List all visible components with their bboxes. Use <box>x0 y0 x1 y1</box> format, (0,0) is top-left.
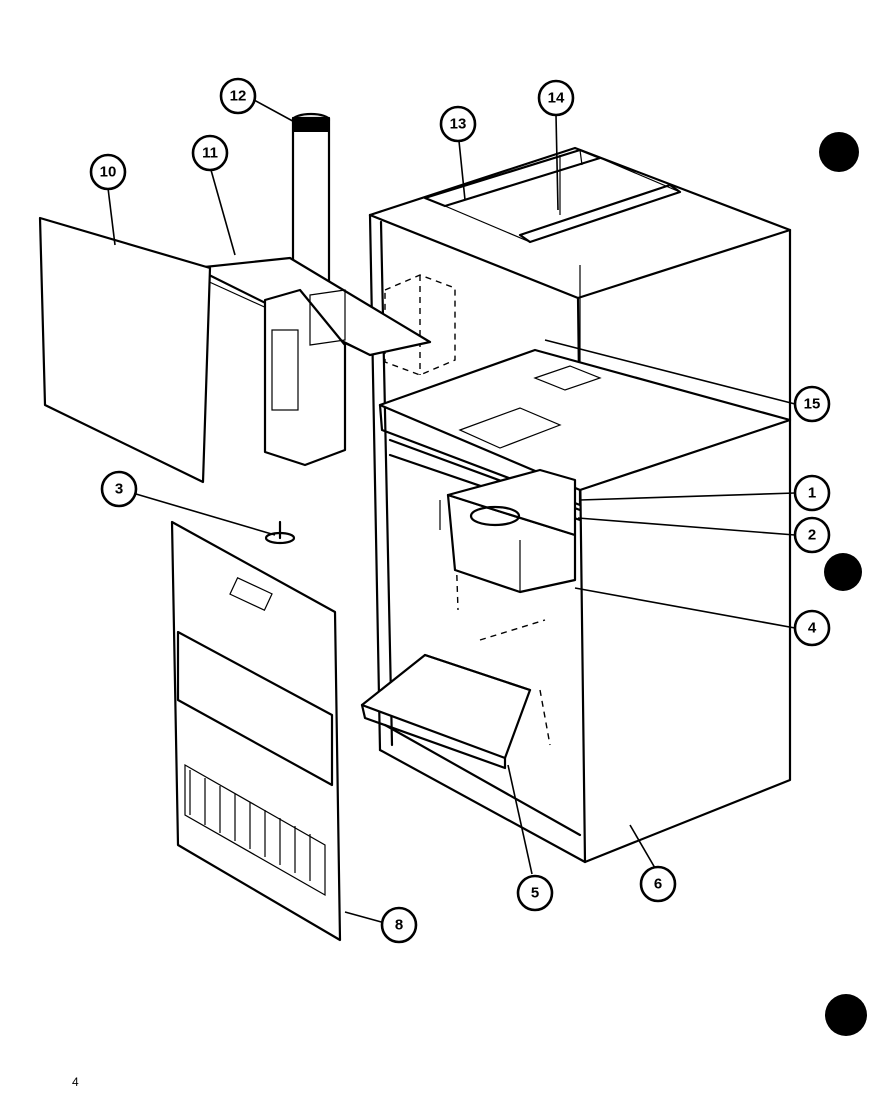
callout-12-label: 12 <box>230 88 247 105</box>
callout-3: 3 <box>100 470 138 508</box>
callout-14: 14 <box>537 79 575 117</box>
upper-door-panel <box>38 216 212 484</box>
lower-door-panel <box>170 520 342 942</box>
callout-12: 12 <box>219 77 257 115</box>
callout-8: 8 <box>380 906 418 944</box>
callout-6-label: 6 <box>654 876 662 893</box>
callout-14-label: 14 <box>548 90 565 107</box>
blower-housing <box>439 468 577 594</box>
callout-5-label: 5 <box>531 885 539 902</box>
callout-5: 5 <box>516 874 554 912</box>
callout-15-label: 15 <box>804 396 821 413</box>
draft-hood-cover <box>193 256 432 467</box>
callout-11: 11 <box>191 134 229 172</box>
cabinet-body <box>368 146 792 864</box>
callout-2: 2 <box>793 516 831 554</box>
callout-10: 10 <box>89 153 127 191</box>
callout-13: 13 <box>439 105 477 143</box>
callout-4-label: 4 <box>808 620 817 637</box>
binder-hole-bottom <box>825 994 867 1036</box>
callout-6: 6 <box>639 865 677 903</box>
callout-10-label: 10 <box>100 164 117 181</box>
filter-tray <box>360 653 532 770</box>
binder-hole-top <box>819 132 859 172</box>
callout-15: 15 <box>793 385 831 423</box>
page-number: 4 <box>72 1075 79 1089</box>
callout-2-label: 2 <box>808 527 816 544</box>
callout-1-label: 1 <box>808 485 816 502</box>
callout-13-label: 13 <box>450 116 467 133</box>
gas-valve-knob <box>264 520 296 545</box>
callout-1: 1 <box>793 474 831 512</box>
callout-11-label: 11 <box>202 145 218 162</box>
leader-lines <box>107 99 796 924</box>
flue-pipe <box>291 112 331 285</box>
louver-grille <box>189 770 311 881</box>
callout-8-label: 8 <box>395 917 403 934</box>
callout-3-label: 3 <box>115 481 123 498</box>
binder-hole-middle <box>824 553 862 591</box>
callout-4: 4 <box>793 609 831 647</box>
